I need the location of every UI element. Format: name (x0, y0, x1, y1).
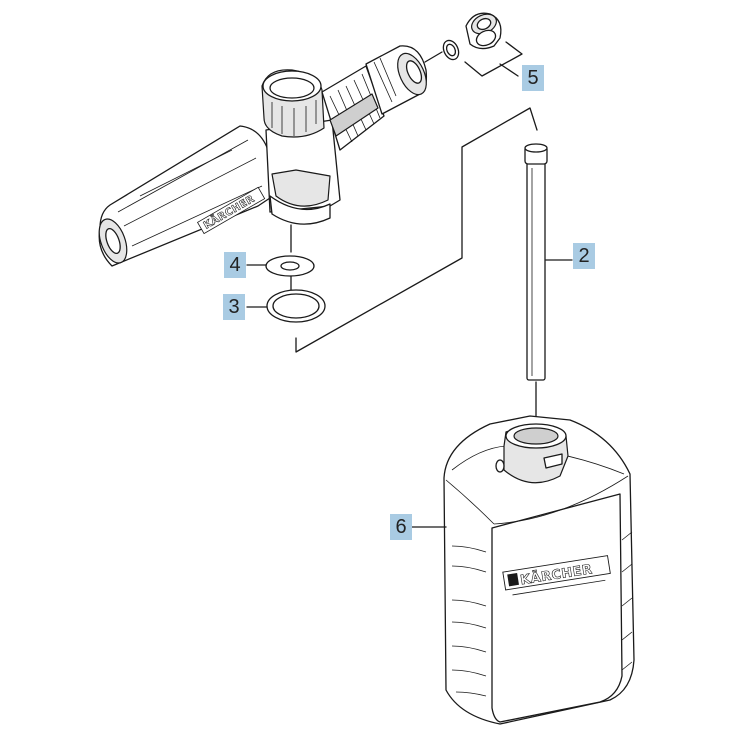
callout-part-4: 4 (224, 252, 246, 278)
part-2-suction-tube (524, 143, 573, 381)
part-4-washer (246, 255, 315, 277)
callout-part-3: 3 (223, 294, 245, 320)
callout-part-2: 2 (573, 243, 595, 269)
part-5-insert (442, 12, 523, 77)
part-3-o-ring (246, 289, 326, 323)
foam-nozzle: KÄRCHER (98, 45, 428, 267)
callout-part-6: 6 (390, 514, 412, 540)
callout-part-5: 5 (522, 65, 544, 91)
part-6-detergent-tank: KÄRCHER (411, 415, 635, 725)
